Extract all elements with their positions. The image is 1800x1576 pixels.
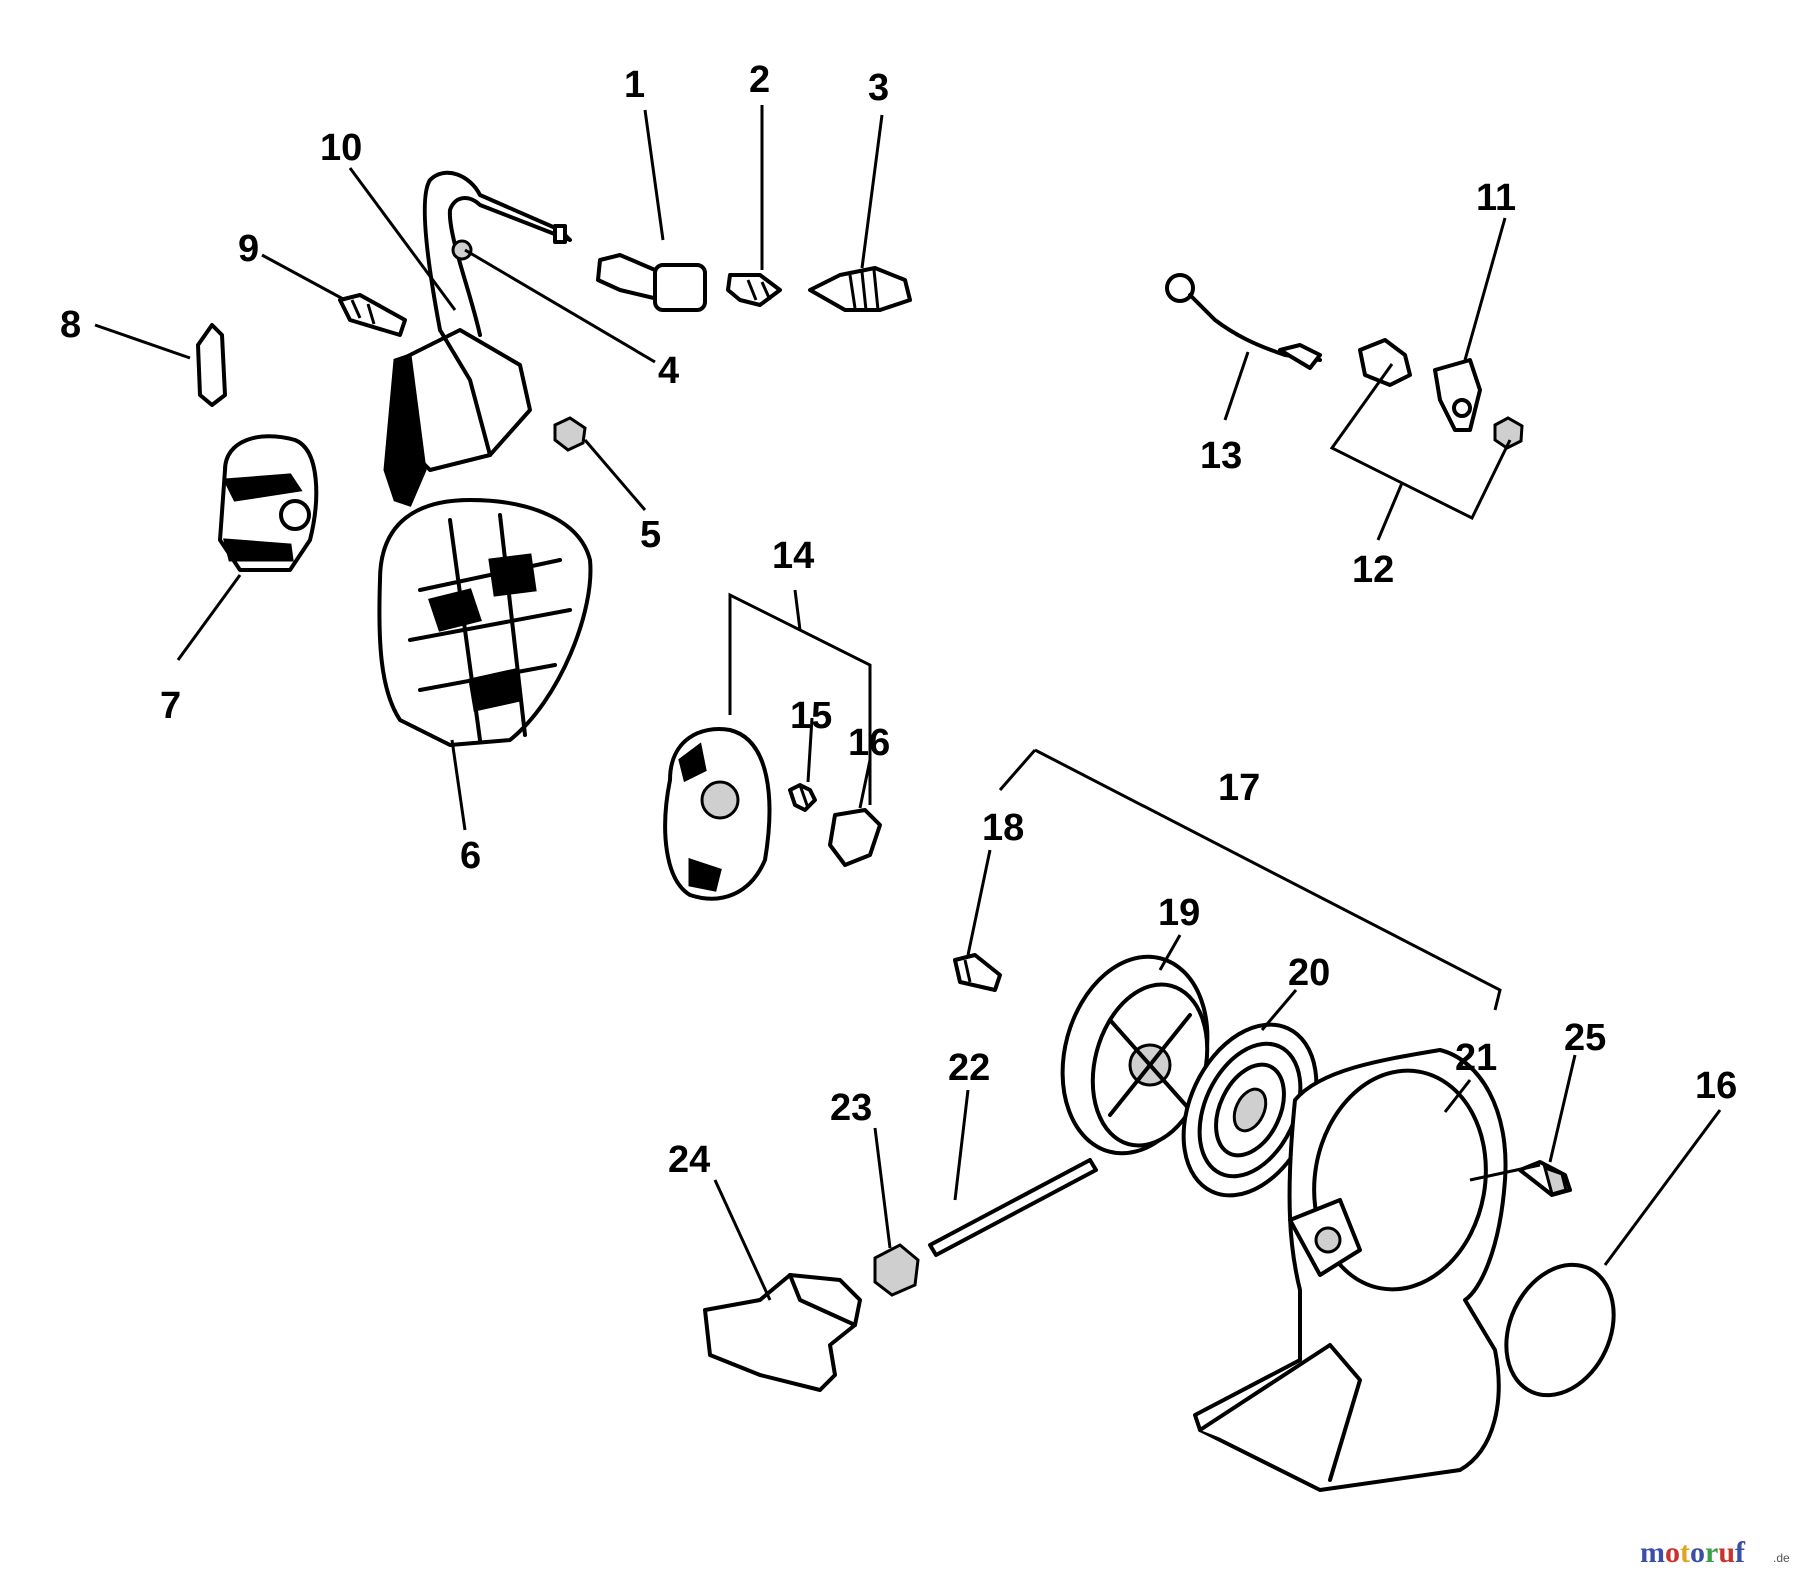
leader-11 (1463, 217, 1507, 361)
callout-7: 7 (160, 685, 181, 727)
leader-14 (728, 589, 872, 805)
leader-24 (713, 1179, 772, 1301)
callout-5: 5 (640, 514, 661, 556)
leader-20 (1260, 989, 1298, 1031)
watermark-letter: t (1680, 1536, 1690, 1569)
o-ring-part (1504, 1262, 1616, 1398)
leader-19 (1158, 934, 1182, 971)
callout-10: 10 (320, 127, 362, 169)
callout-20: 20 (1288, 952, 1330, 994)
callout-22: 22 (948, 1047, 990, 1089)
callout-16b: 16 (1695, 1065, 1737, 1107)
watermark-letter: o (1690, 1536, 1705, 1569)
leader-13 (1223, 351, 1250, 421)
watermark-letter: r (1705, 1536, 1718, 1569)
leader-23 (873, 1127, 892, 1249)
key-part (196, 323, 227, 407)
leader-4 (464, 248, 656, 364)
watermark-brand: motoruf (1640, 1536, 1746, 1569)
leader-20b (1469, 1163, 1541, 1182)
callout-24: 24 (668, 1139, 710, 1181)
watermark-letter: o (1665, 1536, 1680, 1569)
leader-25 (1548, 1054, 1577, 1163)
stop-switch-wire-part (1165, 273, 1322, 370)
callout-16a: 16 (848, 722, 890, 764)
ignition-coil-part (383, 170, 572, 507)
callout-18: 18 (982, 807, 1024, 849)
shaft-part (928, 1158, 1098, 1257)
leader-21 (1443, 1079, 1472, 1113)
callout-23: 23 (830, 1087, 872, 1129)
callout-6: 6 (460, 835, 481, 877)
leader-22 (953, 1089, 970, 1201)
flywheel-part (377, 498, 593, 747)
nut-part-5 (553, 416, 587, 452)
callout-25: 25 (1564, 1017, 1606, 1059)
pawl-part (828, 808, 882, 867)
bracket-part-11 (1433, 358, 1482, 432)
leader-7 (176, 574, 242, 661)
leader-lines (94, 105, 1722, 1301)
pawl-spring-part (788, 783, 817, 812)
leader-9 (261, 253, 346, 302)
leader-8 (94, 323, 191, 360)
leader-5 (583, 439, 647, 511)
leader-3 (860, 114, 884, 269)
starter-handle-part (703, 1273, 862, 1392)
terminal-spring-part (726, 273, 782, 307)
callout-11: 11 (1476, 177, 1516, 219)
callout-13: 13 (1200, 435, 1242, 477)
callout-15: 15 (790, 695, 832, 737)
nut-part-12 (1493, 416, 1524, 450)
spark-plug-part (808, 266, 912, 312)
leader-15 (806, 717, 814, 783)
callout-9: 9 (238, 228, 259, 270)
starter-housing-part (1193, 1048, 1508, 1492)
leader-1 (643, 109, 665, 241)
bolt-part-25 (1518, 1160, 1572, 1197)
callout-labels: 1 2 3 4 5 6 7 8 9 10 11 12 13 14 15 16 1… (60, 59, 1737, 1181)
callout-1: 1 (624, 64, 645, 106)
starter-pulley-part (1060, 954, 1210, 1156)
bolt-part-18 (953, 953, 1002, 992)
callout-12: 12 (1352, 549, 1394, 591)
starter-rotor-part (663, 727, 772, 901)
leader-18 (966, 849, 992, 956)
callout-4: 4 (658, 350, 679, 392)
switch-part (1358, 338, 1412, 387)
callout-2: 2 (749, 59, 770, 101)
screw-part-9 (338, 293, 407, 337)
recoil-spring-part (1181, 1022, 1319, 1198)
leader-12 (1329, 363, 1512, 541)
callout-19: 19 (1158, 892, 1200, 934)
callout-17: 17 (1218, 767, 1260, 809)
callout-3: 3 (868, 67, 889, 109)
watermark-letter: u (1718, 1536, 1735, 1569)
leader-6 (450, 739, 467, 831)
watermark-suffix: .de (1773, 1551, 1790, 1565)
watermark: motoruf .de (1640, 1536, 1790, 1569)
callout-8: 8 (60, 304, 81, 346)
watermark-letter: m (1640, 1536, 1665, 1569)
leader-16b (1603, 1109, 1722, 1266)
leader-16a (858, 759, 872, 809)
watermark-letter: f (1735, 1536, 1746, 1569)
leader-10 (348, 167, 457, 311)
leader-17 (998, 748, 1502, 1011)
collar-part (873, 1243, 920, 1297)
spark-plug-cap-part (596, 253, 707, 312)
callout-14: 14 (772, 535, 814, 577)
callout-21: 21 (1455, 1037, 1497, 1079)
clutch-part (218, 434, 319, 572)
